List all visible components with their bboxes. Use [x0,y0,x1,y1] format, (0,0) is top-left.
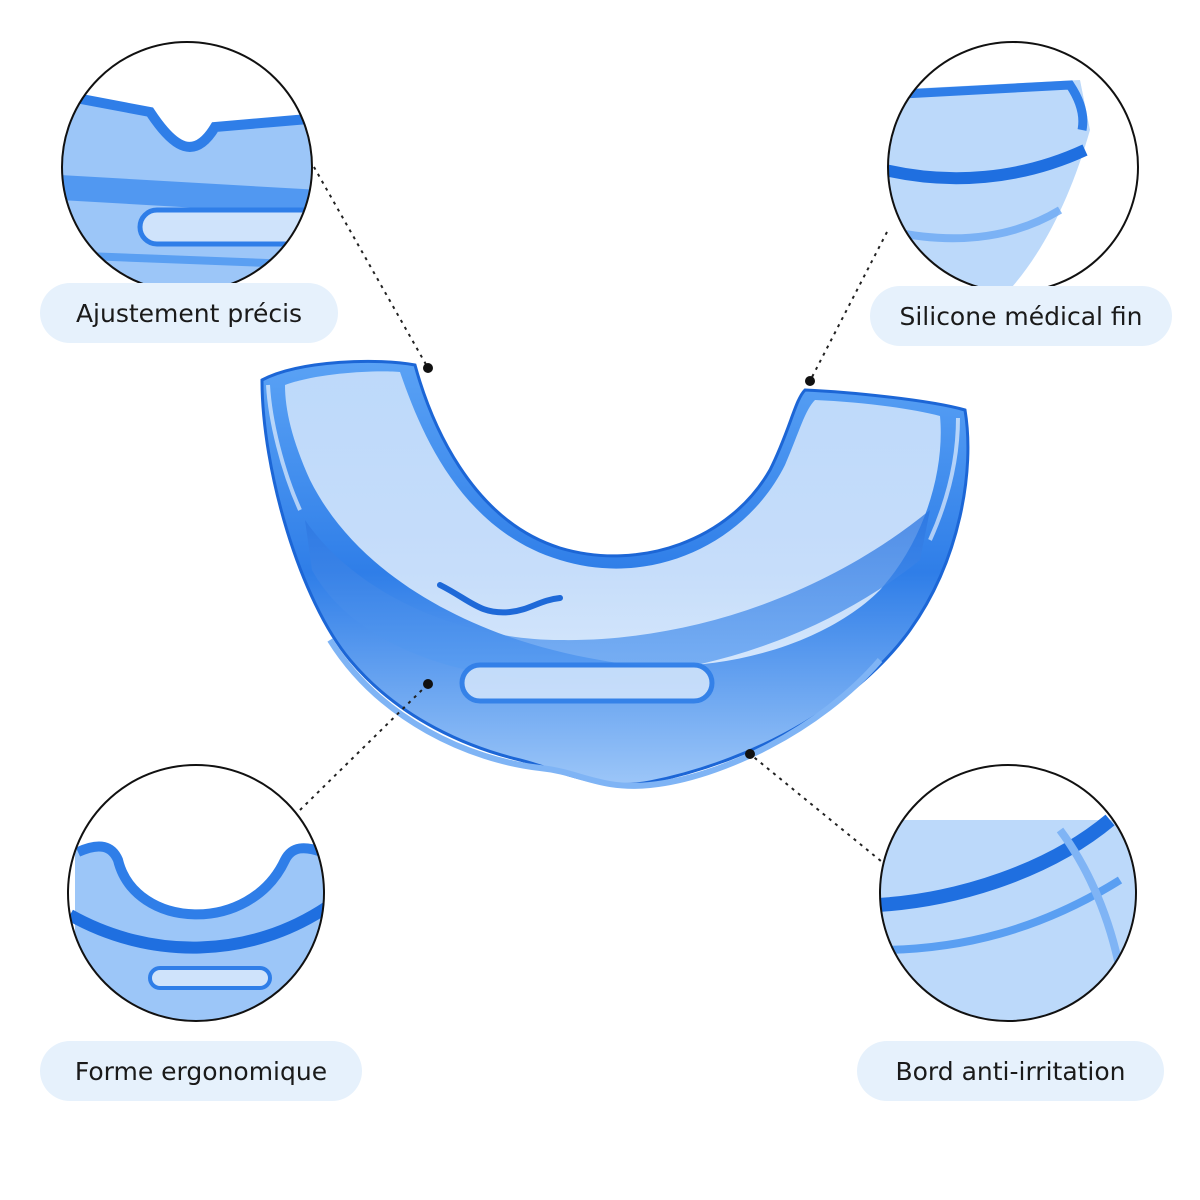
callout-text: Ajustement précis [75,298,303,328]
detail-circle-top-right [887,41,1139,293]
callout-label-top-right: Silicone médical fin [870,286,1172,346]
callout-text: Forme ergonomique [74,1056,328,1086]
detail-circle-bottom-right [879,764,1137,1022]
leader-dots [423,363,815,759]
leader-lines [299,159,888,867]
callout-text: Silicone médical fin [899,301,1143,331]
callout-label-bottom-right: Bord anti-irritation [857,1041,1164,1101]
detail-circle-bottom-left [67,764,325,1022]
callout-text: Bord anti-irritation [895,1056,1126,1086]
detail-circle-top-left [61,41,313,293]
callout-label-bottom-left: Forme ergonomique [40,1041,362,1101]
callout-label-top-left: Ajustement précis [40,283,338,343]
mouthguard-icon [260,359,970,789]
